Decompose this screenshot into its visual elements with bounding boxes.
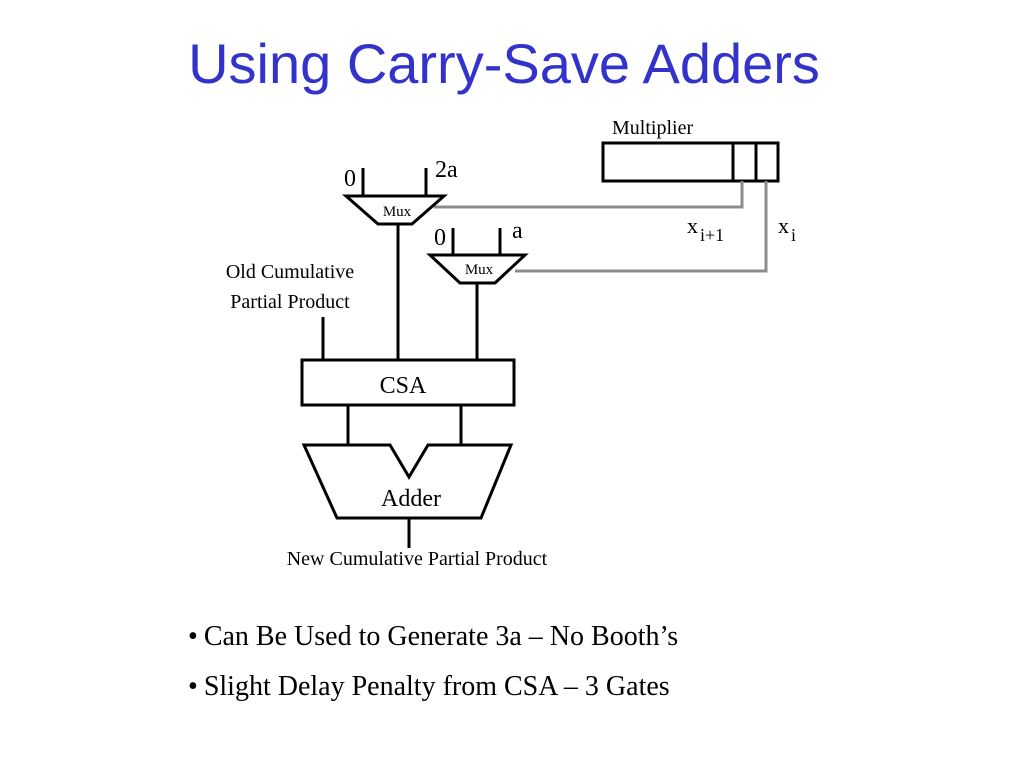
old-partial-product-label-line1: Old Cumulative [226,261,354,283]
csa-label: CSA [380,373,427,399]
adder-label: Adder [381,486,441,512]
mux-bottom-input-0: 0 [434,225,446,251]
old-partial-product-label-line2: Partial Product [230,291,350,313]
bullet-marker: • [188,671,198,702]
mux-bottom-input-a: a [512,218,523,244]
mux-top-label: Mux [383,204,412,220]
select-wire-xi [515,181,768,273]
select-wire-xi1 [434,181,744,209]
bullet-text: Slight Delay Penalty from CSA – 3 Gates [203,671,670,702]
multiplier-register [601,141,780,183]
adder-block [301,443,514,520]
csa-block [300,358,516,407]
bullet-marker: • [188,621,198,652]
bullet-text: Can Be Used to Generate 3a – No Booth’s [203,621,679,652]
mux-top [342,194,448,226]
page-title: Using Carry-Save Adders [188,32,820,95]
multiplier-label: Multiplier [612,117,693,139]
mux-top-input-0: 0 [344,166,356,192]
bullet-list: •Can Be Used to Generate 3a – No Booth’s… [188,617,678,717]
bullet-item: •Can Be Used to Generate 3a – No Booth’s [188,617,678,667]
mux-bottom [426,253,529,285]
new-partial-product-label: New Cumulative Partial Product [287,548,548,570]
mux-bottom-label: Mux [465,262,494,278]
mux-top-input-2a: 2a [435,157,458,183]
bullet-item: •Slight Delay Penalty from CSA – 3 Gates [188,667,678,717]
